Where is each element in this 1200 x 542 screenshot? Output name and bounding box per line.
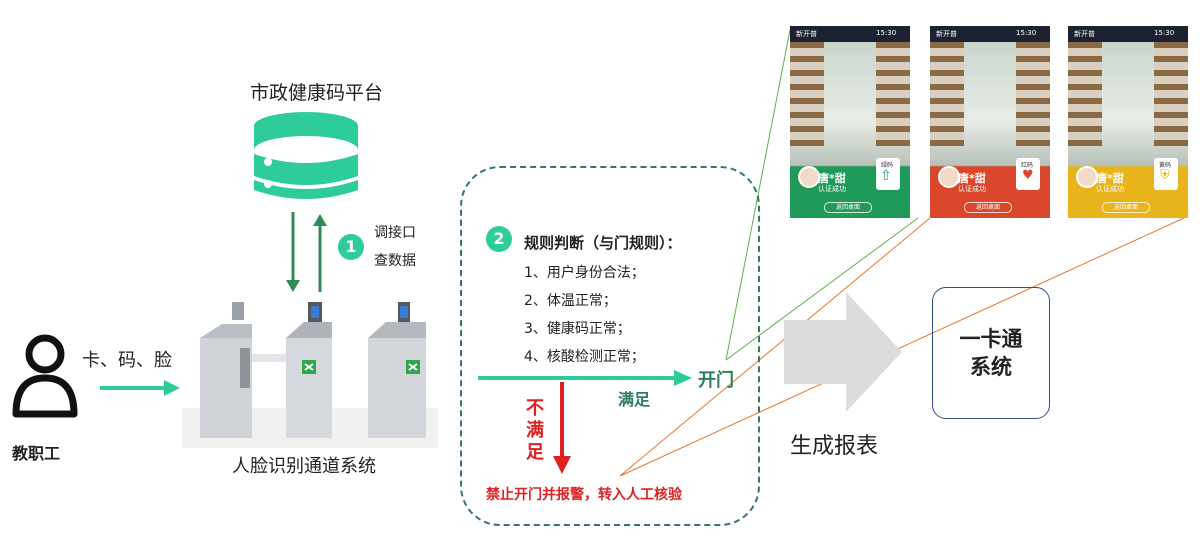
code-label: 黄码 <box>1159 162 1172 169</box>
api-label-line2: 查数据 <box>374 253 416 269</box>
code-label: 红码 <box>1021 162 1034 169</box>
fail-arrow <box>553 456 571 474</box>
avatar <box>938 166 960 188</box>
rules-box <box>460 166 760 526</box>
screen-status-bar <box>1068 26 1188 42</box>
return-desktop-button[interactable]: 返回桌面 <box>824 202 872 213</box>
person-icon <box>12 334 78 418</box>
rules-title: 规则判断（与门规则）： <box>524 234 682 252</box>
database-icon <box>254 112 358 199</box>
screen-status-bar <box>790 26 910 42</box>
screen-status-bar <box>930 26 1050 42</box>
screen-status-text: 认证成功 <box>1096 185 1124 193</box>
rule-item: 4、核酸检测正常； <box>524 349 645 365</box>
avatar <box>1076 166 1098 188</box>
step-2-badge: 2 <box>486 226 512 252</box>
screen-status-text: 认证成功 <box>958 185 986 193</box>
return-desktop-button[interactable]: 返回桌面 <box>964 202 1012 213</box>
bookshelf-left <box>930 42 964 146</box>
fail-label: 不满足 <box>526 398 544 463</box>
screen-brand: 新开普 <box>1074 30 1095 38</box>
code-card <box>1016 158 1040 190</box>
report-label: 生成报表 <box>790 434 879 459</box>
device-screen-red: 新开普 15:30 唐*甜 认证成功 红码 ♥ 返回桌面 <box>930 26 1050 218</box>
screen-brand: 新开普 <box>796 30 817 38</box>
input-arrow <box>164 380 180 396</box>
shield-icon: ⛨ <box>1160 168 1170 183</box>
orange-projection-line <box>619 217 1185 477</box>
screen-brand: 新开普 <box>936 30 957 38</box>
pass-label: 满足 <box>618 390 651 409</box>
return-desktop-button[interactable]: 返回桌面 <box>1102 202 1150 213</box>
card-system-box: 一卡通系统 <box>932 287 1050 419</box>
step-1-badge: 1 <box>338 234 364 260</box>
card-system-label: 一卡通系统 <box>959 327 1023 379</box>
person-label: 教职工 <box>12 444 61 463</box>
screen-user-name: 唐*甜 <box>958 172 986 185</box>
up-arrow <box>313 214 327 226</box>
screen-time: 15:30 <box>876 29 897 37</box>
rule-item: 1、用户身份合法； <box>524 265 645 281</box>
screen-time: 15:30 <box>1154 29 1175 37</box>
report-arrow <box>784 292 902 412</box>
bookshelf-right <box>876 42 910 146</box>
rule-item: 3、健康码正常； <box>524 321 631 337</box>
rule-item: 2、体温正常； <box>524 293 617 309</box>
input-label: 卡、码、脸 <box>82 350 172 371</box>
screen-user-name: 唐*甜 <box>818 172 846 185</box>
heart-icon: ♥ <box>1022 168 1034 183</box>
open-door-label: 开门 <box>698 370 734 391</box>
gate-illustration <box>182 302 438 448</box>
device-screen-green: 新开普 15:30 唐*甜 认证成功 绿码 ⇧ 返回桌面 <box>790 26 910 218</box>
device-screen-yellow: 新开普 15:30 唐*甜 认证成功 黄码 ⛨ 返回桌面 <box>1068 26 1188 218</box>
screen-status-text: 认证成功 <box>818 185 846 193</box>
bookshelf-left <box>1068 42 1102 146</box>
pass-arrow <box>674 370 692 386</box>
code-card <box>876 158 900 190</box>
orange-projection-line <box>619 217 931 477</box>
code-card <box>1154 158 1178 190</box>
alarm-label: 禁止开门并报警，转入人工核验 <box>486 487 682 503</box>
screen-user-name: 唐*甜 <box>1096 172 1124 185</box>
bookshelf-right <box>1154 42 1188 146</box>
avatar <box>798 166 820 188</box>
gate-caption: 人脸识别通道系统 <box>232 456 376 477</box>
up-arrow-icon: ⇧ <box>880 168 892 184</box>
bookshelf-left <box>790 42 824 146</box>
code-label: 绿码 <box>881 162 894 169</box>
platform-title: 市政健康码平台 <box>250 82 384 104</box>
screen-time: 15:30 <box>1016 29 1037 37</box>
bookshelf-right <box>1016 42 1050 146</box>
down-arrow <box>286 280 300 292</box>
api-label-line1: 调接口 <box>374 225 416 241</box>
